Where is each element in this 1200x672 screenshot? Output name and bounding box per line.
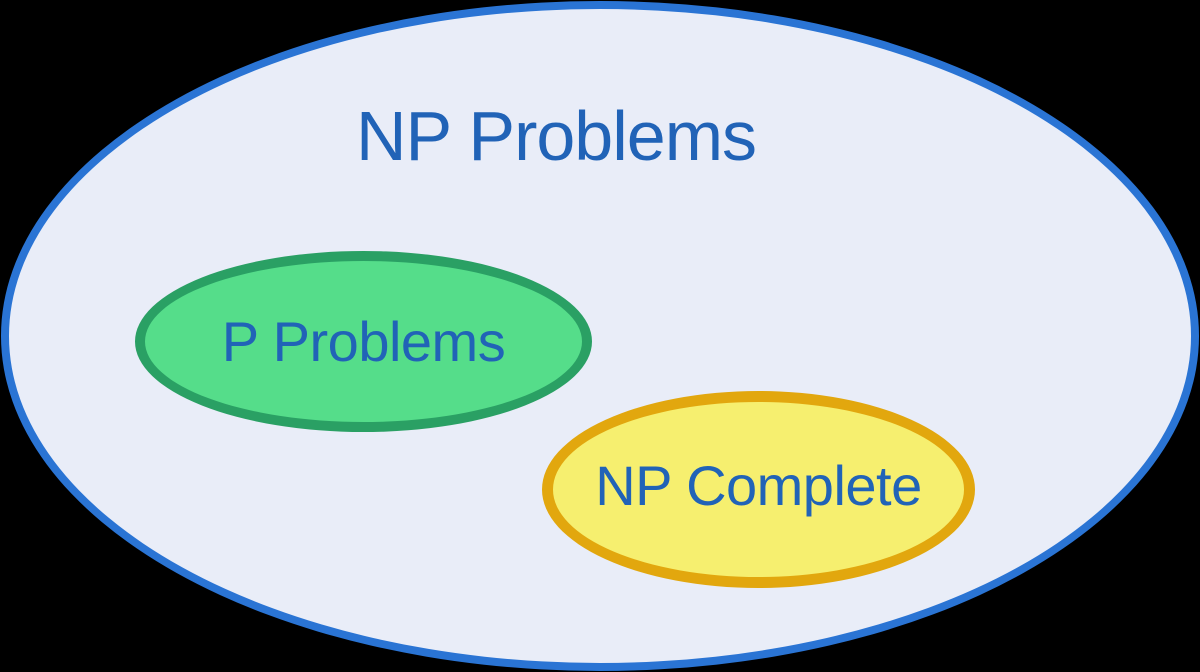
p-problems-label: P Problems (221, 310, 506, 373)
np-complete-label: NP Complete (595, 454, 922, 517)
np-complete-set-ellipse: NP Complete (542, 391, 975, 588)
np-problems-label: NP Problems (355, 97, 757, 175)
p-problems-set-ellipse: P Problems (135, 251, 592, 432)
